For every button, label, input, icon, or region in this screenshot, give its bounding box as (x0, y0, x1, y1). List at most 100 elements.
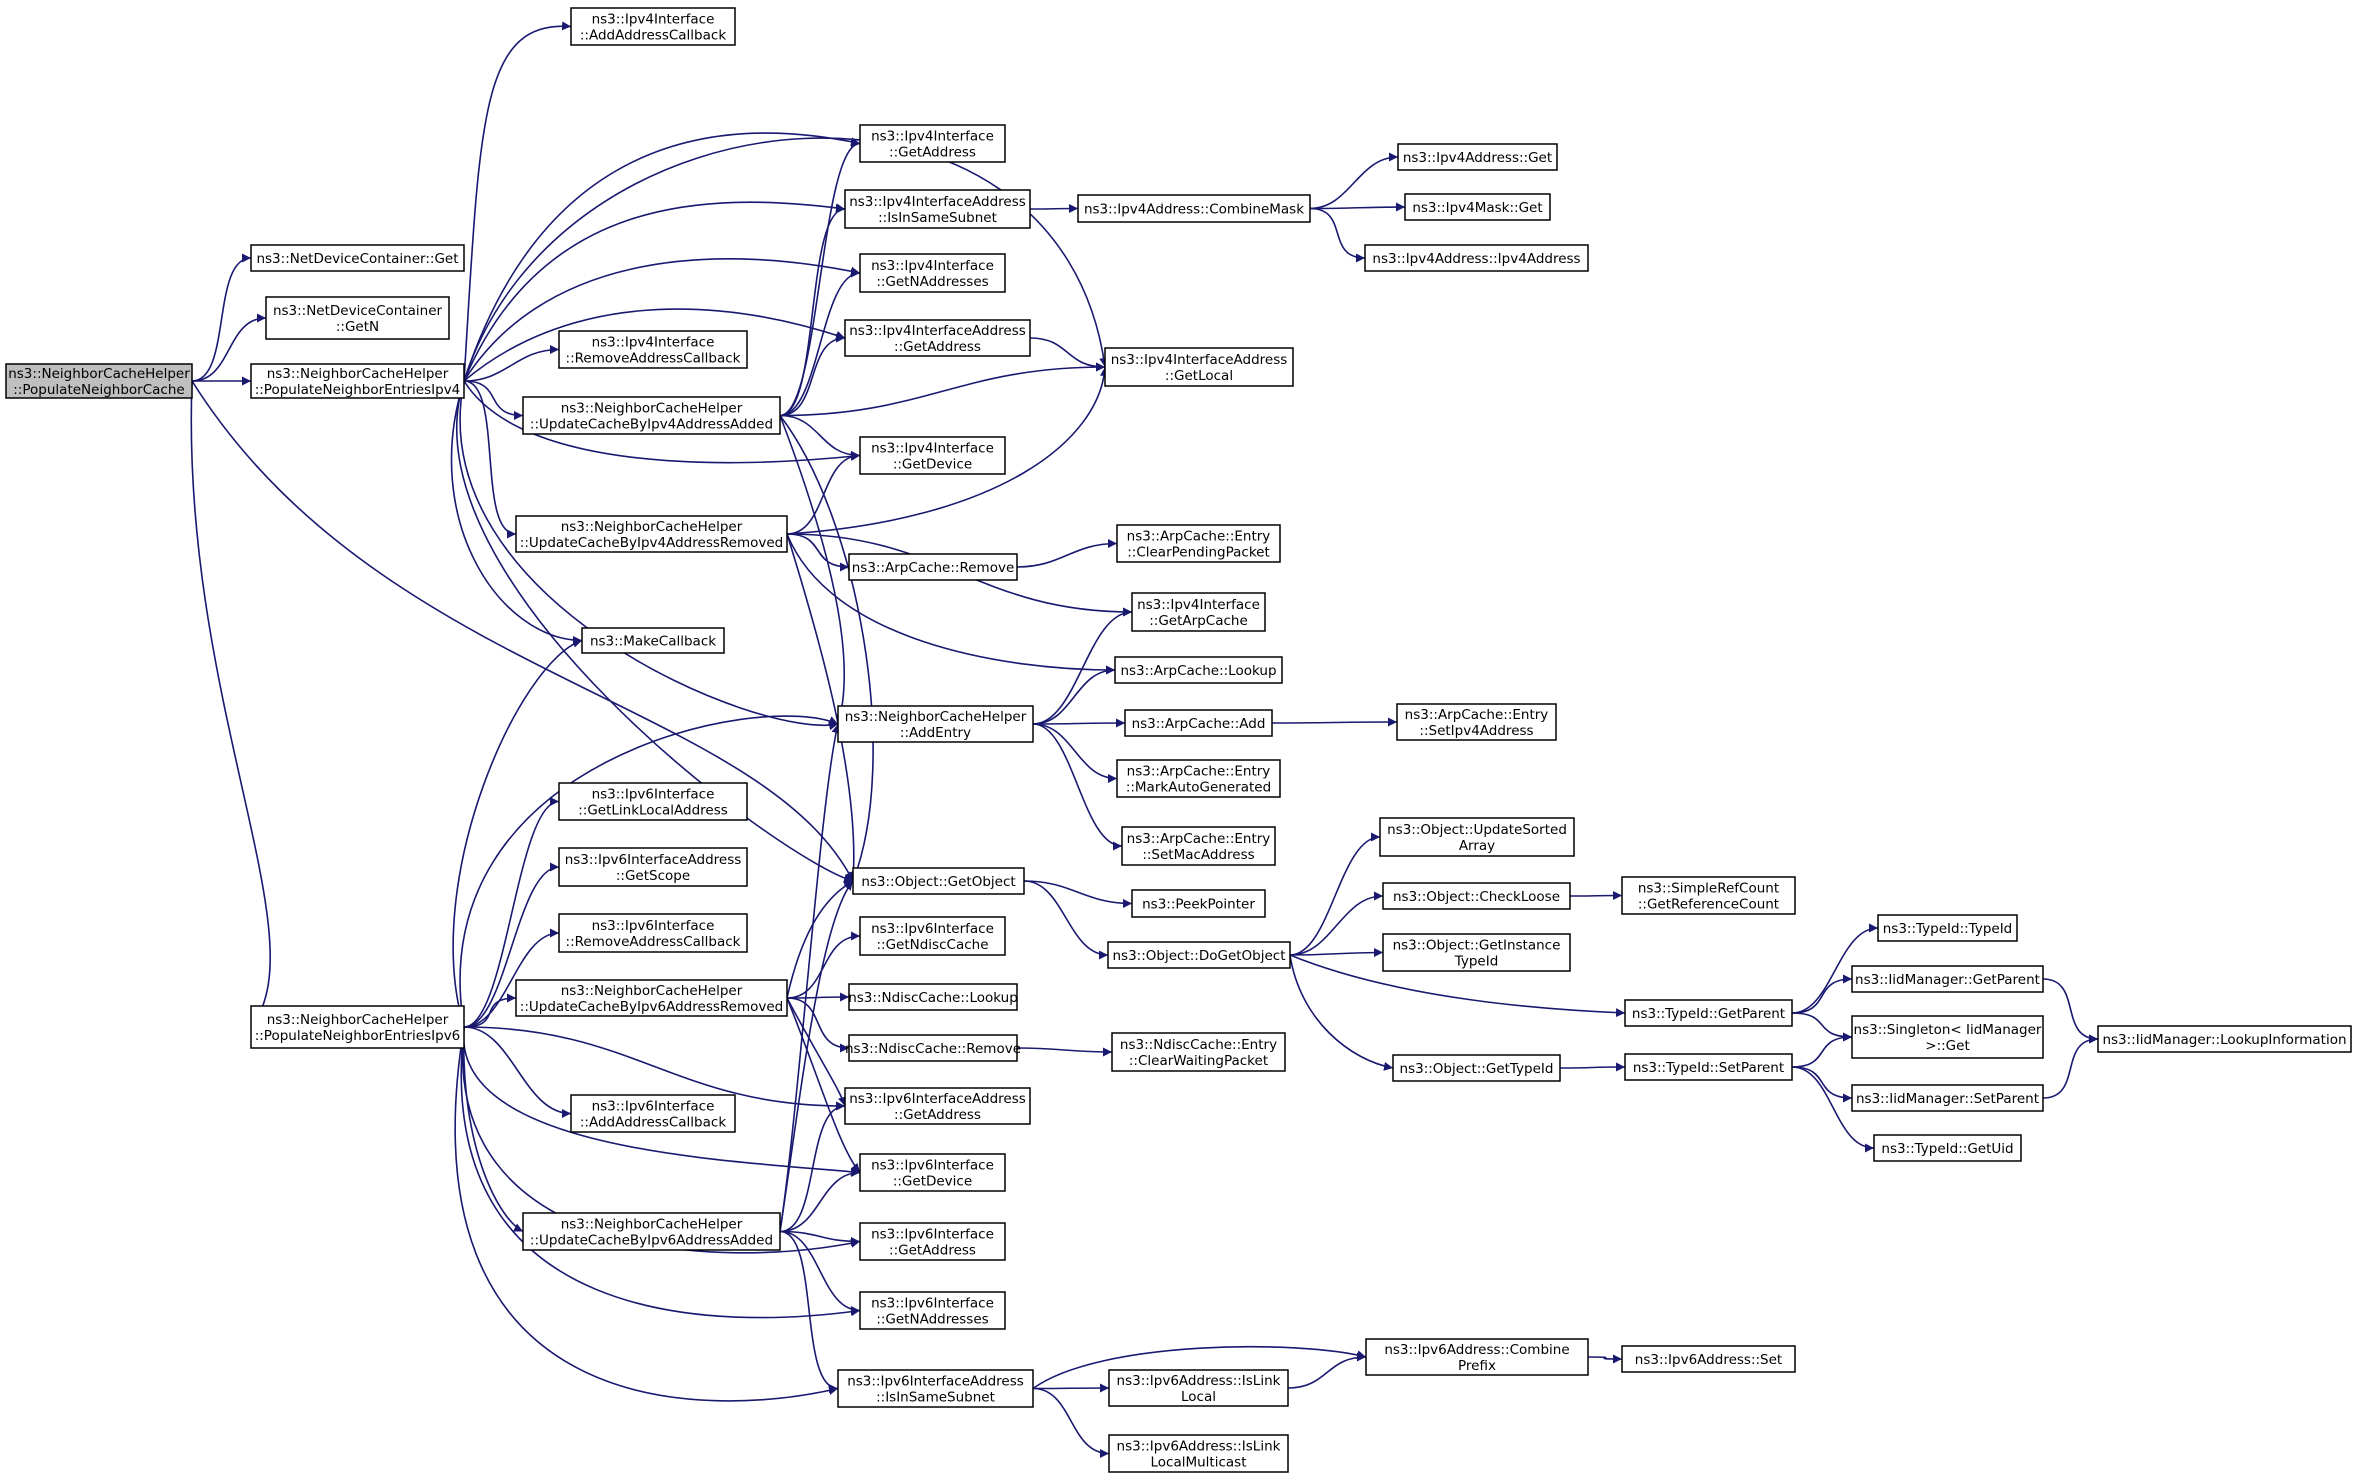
node-ndiscEntryClearWaiting[interactable]: ns3::NdiscCache::Entry::ClearWaitingPack… (1111, 1032, 1286, 1072)
node-v6AddrGetScope[interactable]: ns3::Ipv6InterfaceAddress::GetScope (558, 847, 748, 887)
node-addEntry[interactable]: ns3::NeighborCacheHelper::AddEntry (837, 705, 1034, 743)
node-label: ::GetN (336, 319, 379, 335)
node-typeIdSetParent[interactable]: ns3::TypeId::SetParent (1624, 1053, 1793, 1081)
node-label: ns3::Ipv4Interface (871, 129, 994, 145)
edge-path (463, 380, 861, 464)
node-v4IfGetAddress[interactable]: ns3::Ipv4Interface::GetAddress (859, 124, 1006, 163)
node-label: ns3::NetDeviceContainer::Get (256, 251, 458, 267)
node-arpEntrySetIpv4[interactable]: ns3::ArpCache::Entry::SetIpv4Address (1396, 703, 1557, 741)
node-arpEntryMarkAuto[interactable]: ns3::ArpCache::Entry::MarkAutoGenerated (1116, 759, 1281, 798)
node-upd6Removed[interactable]: ns3::NeighborCacheHelper::UpdateCacheByI… (515, 979, 788, 1017)
node-v4CombineMask[interactable]: ns3::Ipv4Address::CombineMask (1077, 194, 1311, 223)
node-v4RemAddrCb[interactable]: ns3::Ipv4Interface::RemoveAddressCallbac… (558, 330, 748, 369)
node-label: Prefix (1458, 1358, 1496, 1374)
node-box (1382, 882, 1571, 910)
node-peekPointer[interactable]: ns3::PeekPointer (1131, 889, 1266, 918)
node-v6IfGetAddress[interactable]: ns3::Ipv6Interface::GetAddress (859, 1222, 1006, 1261)
edge-path (1791, 1012, 1853, 1042)
node-populateCache[interactable]: ns3::NeighborCacheHelper::PopulateNeighb… (5, 363, 193, 399)
edge-path (786, 533, 859, 882)
node-typeIdTypeId[interactable]: ns3::TypeId::TypeId (1877, 914, 2018, 942)
node-ndiscRemove[interactable]: ns3::NdiscCache::Remove (845, 1034, 1021, 1062)
node-objGetObject[interactable]: ns3::Object::GetObject (852, 867, 1025, 895)
node-v6IfGetNdiscCache[interactable]: ns3::Ipv6Interface::GetNdiscCache (859, 916, 1006, 956)
edge-upd4Removed-to-objGetObject (786, 533, 859, 882)
node-singletonGet[interactable]: ns3::Singleton< IidManager >::Get (1851, 1015, 2044, 1059)
edge-path (779, 204, 846, 417)
node-ndcGetN[interactable]: ns3::NetDeviceContainer::GetN (265, 296, 450, 340)
node-v6IaIsInSameSubnet[interactable]: ns3::Ipv6InterfaceAddress::IsInSameSubne… (837, 1369, 1034, 1408)
node-arpAdd[interactable]: ns3::ArpCache::Add (1124, 709, 1273, 737)
node-box (1131, 889, 1266, 918)
edge-popIpv4-to-v4RemAddrCb (463, 345, 560, 382)
node-v4AddrGet[interactable]: ns3::Ipv4Address::Get (1397, 143, 1558, 171)
node-label: ::GetDevice (893, 457, 972, 473)
node-v4IfGetArpCache[interactable]: ns3::Ipv4Interface::GetArpCache (1131, 592, 1266, 632)
node-arpLookup[interactable]: ns3::ArpCache::Lookup (1114, 656, 1283, 684)
node-typeIdGetUid[interactable]: ns3::TypeId::GetUid (1873, 1134, 2022, 1162)
edge-path (463, 345, 560, 382)
node-objDoGetObject[interactable]: ns3::Object::DoGetObject (1107, 941, 1291, 969)
edge-path (191, 253, 252, 382)
edge-upd6Added-to-v6IaGetAddress (779, 1101, 846, 1233)
node-v4MaskGet[interactable]: ns3::Ipv4Mask::Get (1404, 193, 1551, 221)
node-arpRemove[interactable]: ns3::ArpCache::Remove (848, 553, 1018, 581)
node-v6IaGetAddress[interactable]: ns3::Ipv6InterfaceAddress::GetAddress (844, 1087, 1031, 1125)
edge-addEntry-to-arpLookup (1032, 665, 1116, 725)
node-box (1111, 1032, 1286, 1072)
node-v6LinkLocal[interactable]: ns3::Ipv6Interface::GetLinkLocalAddress (558, 782, 748, 821)
edge-path (1287, 1352, 1367, 1389)
node-label: ::GetReferenceCount (1638, 897, 1779, 913)
node-v4IfGetDevice[interactable]: ns3::Ipv4Interface::GetDevice (859, 436, 1006, 475)
node-upd4Removed[interactable]: ns3::NeighborCacheHelper::UpdateCacheByI… (515, 515, 788, 553)
edge-populateCache-to-ndcGet (191, 253, 252, 382)
node-arpEntryClearPending[interactable]: ns3::ArpCache::Entry::ClearPendingPacket (1116, 524, 1281, 563)
node-objGetTypeId[interactable]: ns3::Object::GetTypeId (1392, 1054, 1561, 1082)
node-iidSetParent[interactable]: ns3::IidManager::SetParent (1851, 1084, 2044, 1112)
node-box (1116, 759, 1281, 798)
edge-path (1289, 954, 1626, 1018)
node-upd6Added[interactable]: ns3::NeighborCacheHelper::UpdateCacheByI… (522, 1212, 781, 1251)
node-v4IaGetLocal[interactable]: ns3::Ipv4InterfaceAddress::GetLocal (1104, 347, 1294, 387)
node-v6AddrSet[interactable]: ns3::Ipv6Address::Set (1621, 1345, 1796, 1373)
node-v4IaIsInSameSubnet[interactable]: ns3::Ipv4InterfaceAddress::IsInSameSubne… (844, 189, 1031, 229)
node-upd4Added[interactable]: ns3::NeighborCacheHelper::UpdateCacheByI… (522, 396, 781, 435)
edge-popIpv6-to-addEntry (459, 715, 839, 1028)
node-ndiscLookup[interactable]: ns3::NdiscCache::Lookup (848, 983, 1018, 1011)
node-objCheckLoose[interactable]: ns3::Object::CheckLoose (1382, 882, 1571, 910)
node-box (1114, 656, 1283, 684)
node-box (859, 1222, 1006, 1261)
edge-path (2042, 1034, 2099, 1099)
node-ndcGet[interactable]: ns3::NetDeviceContainer::Get (250, 244, 465, 272)
edge-upd4Added-to-v4IaIsInSameSubnet (779, 204, 846, 417)
node-label: ::GetDevice (893, 1174, 972, 1190)
node-v6AddAddrCb[interactable]: ns3::Ipv6Interface::AddAddressCallback (570, 1094, 736, 1133)
node-v4IfGetNAddresses[interactable]: ns3::Ipv4Interface::GetNAddresses (859, 253, 1006, 293)
edge-path (1309, 207, 1366, 263)
node-v6IfGetDevice[interactable]: ns3::Ipv6Interface::GetDevice (859, 1153, 1006, 1192)
node-v4AddAddrCb[interactable]: ns3::Ipv4Interface::AddAddressCallback (570, 7, 736, 46)
node-iidGetParent[interactable]: ns3::IidManager::GetParent (1851, 965, 2044, 993)
node-label: ::PopulateNeighborEntriesIpv6 (255, 1028, 461, 1044)
edge-path (786, 997, 861, 1174)
node-v4IaGetAddress[interactable]: ns3::Ipv4InterfaceAddress::GetAddress (844, 319, 1031, 357)
node-label: ns3::NeighborCacheHelper (561, 1217, 743, 1233)
node-arpEntrySetMac[interactable]: ns3::ArpCache::Entry::SetMacAddress (1121, 826, 1276, 866)
node-makeCallback[interactable]: ns3::MakeCallback (581, 627, 725, 654)
node-popIpv4[interactable]: ns3::NeighborCacheHelper::PopulateNeighb… (250, 363, 465, 399)
node-iidLookupInfo[interactable]: ns3::IidManager::LookupInformation (2097, 1025, 2352, 1053)
node-popIpv6[interactable]: ns3::NeighborCacheHelper::PopulateNeighb… (250, 1005, 465, 1049)
node-typeIdGetParent[interactable]: ns3::TypeId::GetParent (1624, 999, 1793, 1027)
node-simpleRefCount[interactable]: ns3::SimpleRefCount::GetReferenceCount (1621, 876, 1796, 915)
node-v6IfGetNAddresses[interactable]: ns3::Ipv6Interface::GetNAddresses (859, 1291, 1006, 1330)
node-v6RemAddrCb[interactable]: ns3::Ipv6Interface::RemoveAddressCallbac… (558, 913, 748, 953)
edge-popIpv4-to-v4IaIsInSameSubnet (463, 201, 846, 382)
node-box (1108, 1434, 1289, 1473)
node-v4AddrCtor[interactable]: ns3::Ipv4Address::Ipv4Address (1364, 244, 1589, 272)
node-label: ns3::Ipv4Interface (592, 12, 715, 28)
